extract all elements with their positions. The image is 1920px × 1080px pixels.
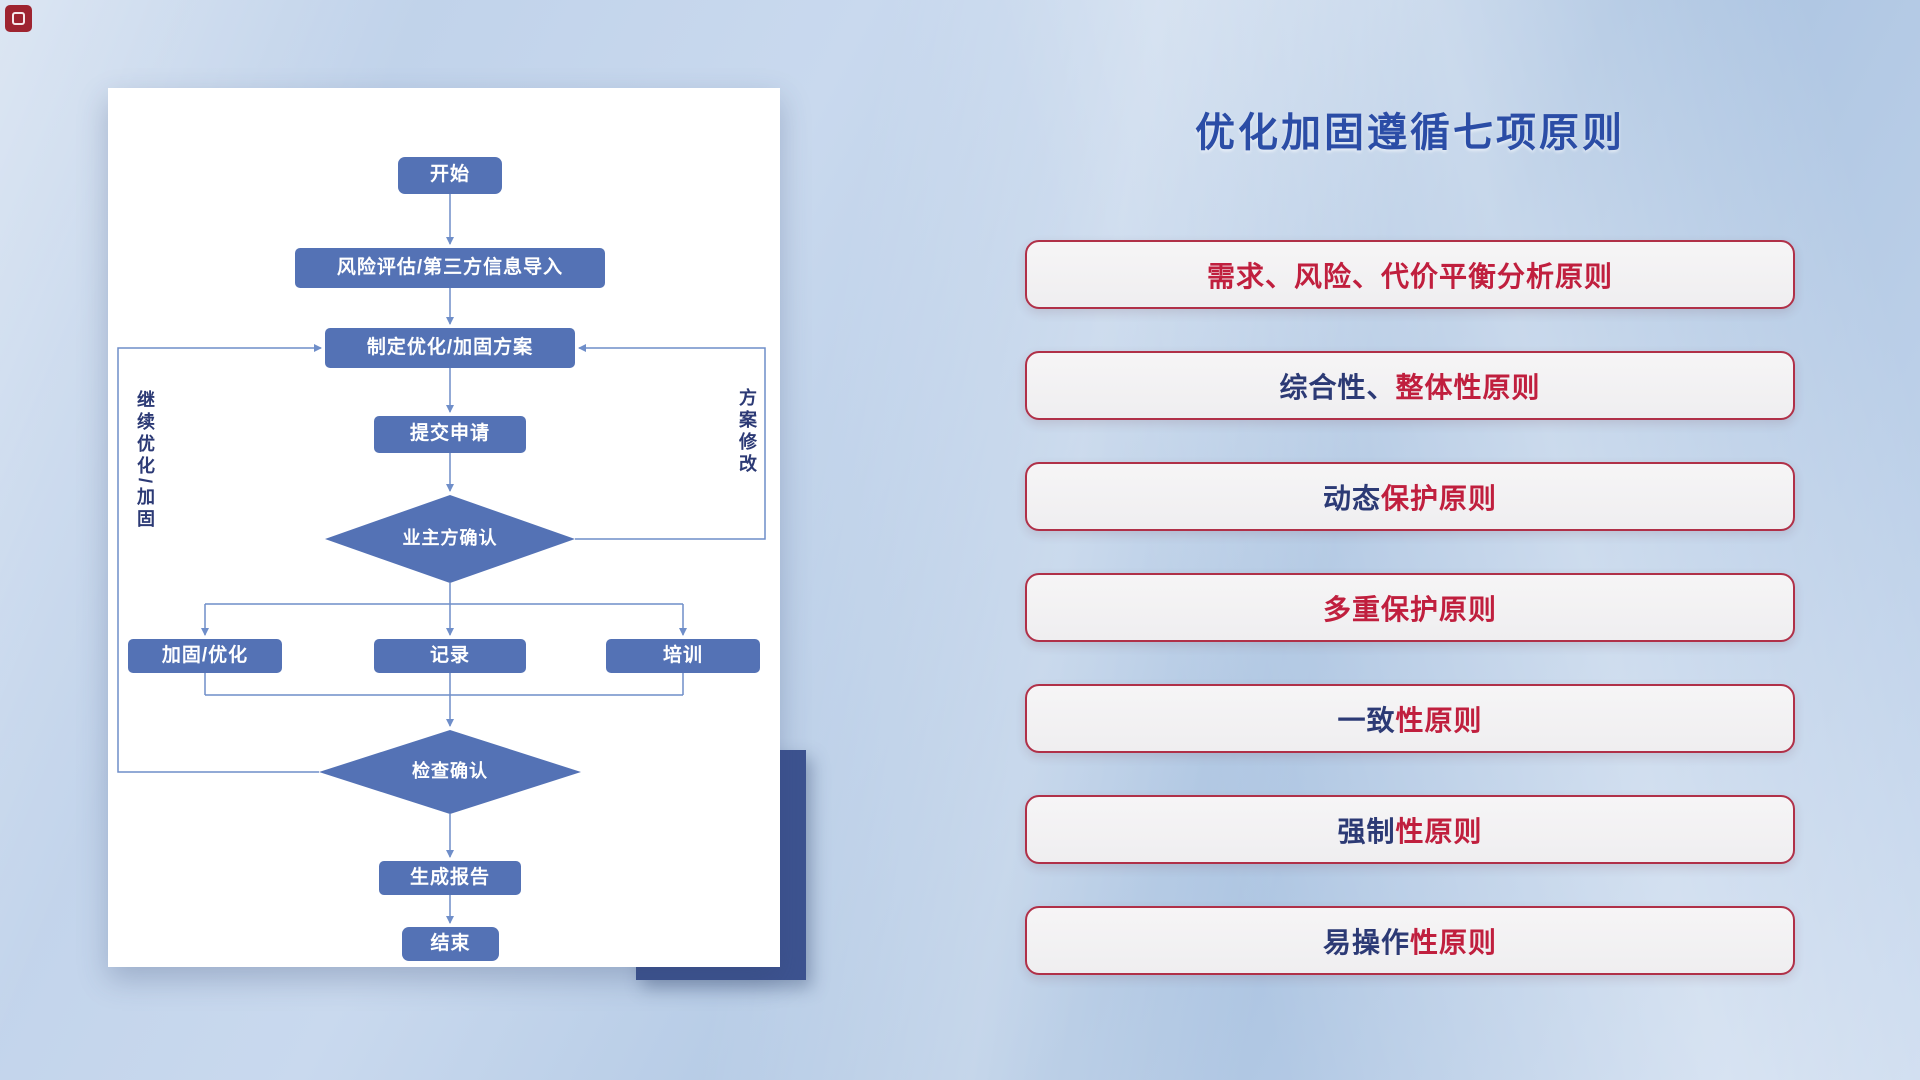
principle-card: 一致性原则 bbox=[1025, 684, 1795, 753]
principle-text-segment: 保护原则 bbox=[1381, 482, 1498, 514]
corner-logo-mark bbox=[12, 12, 25, 25]
flow-node-end: 结束 bbox=[402, 927, 499, 961]
principle-text-segment: 一致 bbox=[1337, 704, 1396, 736]
flow-node-submit: 提交申请 bbox=[374, 416, 526, 453]
principle-text-segment: 多重保护原则 bbox=[1322, 593, 1497, 625]
flow-node-harden-optimize: 加固/优化 bbox=[128, 639, 282, 673]
principle-text-segment: 易操作 bbox=[1322, 926, 1410, 958]
flow-node-make-plan: 制定优化/加固方案 bbox=[325, 328, 575, 368]
principle-card: 综合性、整体性原则 bbox=[1025, 351, 1795, 420]
principle-card: 易操作性原则 bbox=[1025, 906, 1795, 975]
flow-node-start: 开始 bbox=[398, 157, 502, 194]
loop-label-continue-optimize: 继续优化/加固 bbox=[135, 390, 155, 532]
principles-section: 优化加固遵循七项原则 需求、风险、代价平衡分析原则综合性、整体性原则动态保护原则… bbox=[1025, 102, 1795, 1017]
principle-card: 强制性原则 bbox=[1025, 795, 1795, 864]
flow-node-risk-import: 风险评估/第三方信息导入 bbox=[295, 248, 605, 288]
principles-list: 需求、风险、代价平衡分析原则综合性、整体性原则动态保护原则多重保护原则一致性原则… bbox=[1025, 240, 1795, 975]
flow-node-training: 培训 bbox=[606, 639, 760, 673]
corner-logo bbox=[5, 5, 32, 32]
principle-card: 需求、风险、代价平衡分析原则 bbox=[1025, 240, 1795, 309]
principle-text-segment: 强制 bbox=[1337, 815, 1396, 847]
flowchart-card: 开始 风险评估/第三方信息导入 制定优化/加固方案 提交申请 业主方确认 加固/… bbox=[108, 88, 780, 967]
principles-title: 优化加固遵循七项原则 bbox=[1195, 111, 1625, 155]
principle-card: 动态保护原则 bbox=[1025, 462, 1795, 531]
loop-label-plan-revise: 方案修改 bbox=[737, 388, 757, 476]
principle-text-segment: 性原则 bbox=[1410, 926, 1498, 958]
principle-text-segment: 性原则 bbox=[1395, 815, 1483, 847]
principle-text-segment: 动态 bbox=[1322, 482, 1381, 514]
principle-text-segment: 需求、风险、代价平衡分析原则 bbox=[1206, 260, 1613, 292]
principle-text-segment: 性原则 bbox=[1395, 704, 1483, 736]
flow-node-record: 记录 bbox=[374, 639, 526, 673]
flow-node-generate-report: 生成报告 bbox=[379, 861, 521, 895]
principle-text-segment: 综合性、 bbox=[1279, 371, 1396, 403]
principle-text-segment: 整体性原则 bbox=[1395, 371, 1541, 403]
principle-card: 多重保护原则 bbox=[1025, 573, 1795, 642]
